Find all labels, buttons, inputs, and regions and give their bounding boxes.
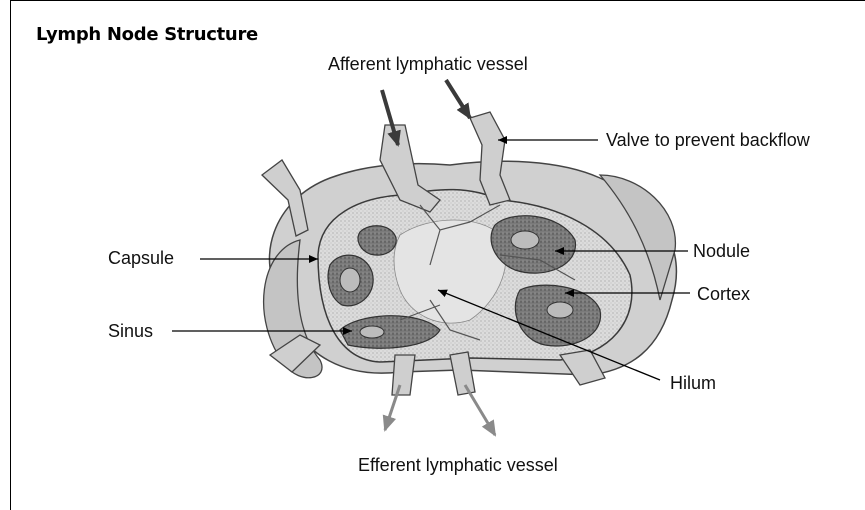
- label-valve: Valve to prevent backflow: [606, 131, 810, 149]
- label-efferent-vessel: Efferent lymphatic vessel: [358, 456, 558, 474]
- efferent-vessel-left: [392, 355, 415, 395]
- afferent-arrow-right: [446, 80, 470, 118]
- label-hilum: Hilum: [670, 374, 716, 392]
- germinal-center-3: [340, 268, 360, 292]
- label-cortex: Cortex: [697, 285, 750, 303]
- germinal-center-4: [360, 326, 384, 338]
- label-capsule: Capsule: [108, 249, 174, 267]
- diagram-title: Lymph Node Structure: [36, 24, 258, 45]
- label-nodule: Nodule: [693, 242, 750, 260]
- label-afferent-vessel: Afferent lymphatic vessel: [328, 55, 528, 73]
- germinal-center-1: [511, 231, 539, 249]
- label-sinus: Sinus: [108, 322, 153, 340]
- efferent-arrow-right: [465, 385, 495, 435]
- germinal-center-2: [547, 302, 573, 318]
- nodule-upper-left: [358, 226, 396, 255]
